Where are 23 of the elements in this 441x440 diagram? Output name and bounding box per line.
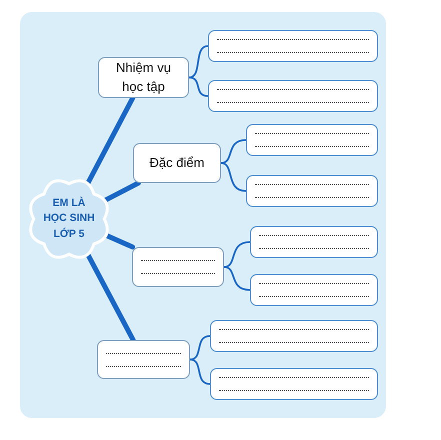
branch-box	[98, 57, 189, 98]
answer-box	[208, 30, 378, 62]
answer-box	[210, 368, 378, 400]
branch-box	[97, 340, 190, 379]
bracket-connector	[188, 45, 209, 78]
branch-label: Nhiệm vụ học tập	[115, 58, 172, 96]
bracket-connector	[188, 76, 209, 97]
answer-box	[210, 320, 378, 352]
bracket-connector	[189, 335, 211, 360]
bracket-connector	[220, 139, 247, 164]
bracket-connector	[223, 241, 251, 268]
answer-box	[250, 274, 378, 306]
central-topic: EM LÀ HỌC SINH LỚP 5	[42, 196, 96, 242]
answer-box	[250, 226, 378, 258]
bracket-connector	[220, 162, 247, 192]
branch-box	[132, 247, 224, 287]
branch-label: Đặc điểm	[150, 154, 204, 172]
bracket-connector	[189, 358, 211, 385]
bracket-connector	[223, 266, 251, 291]
answer-box	[246, 124, 378, 156]
answer-box	[246, 175, 378, 207]
branch-box	[133, 143, 221, 183]
answer-box	[208, 80, 378, 112]
